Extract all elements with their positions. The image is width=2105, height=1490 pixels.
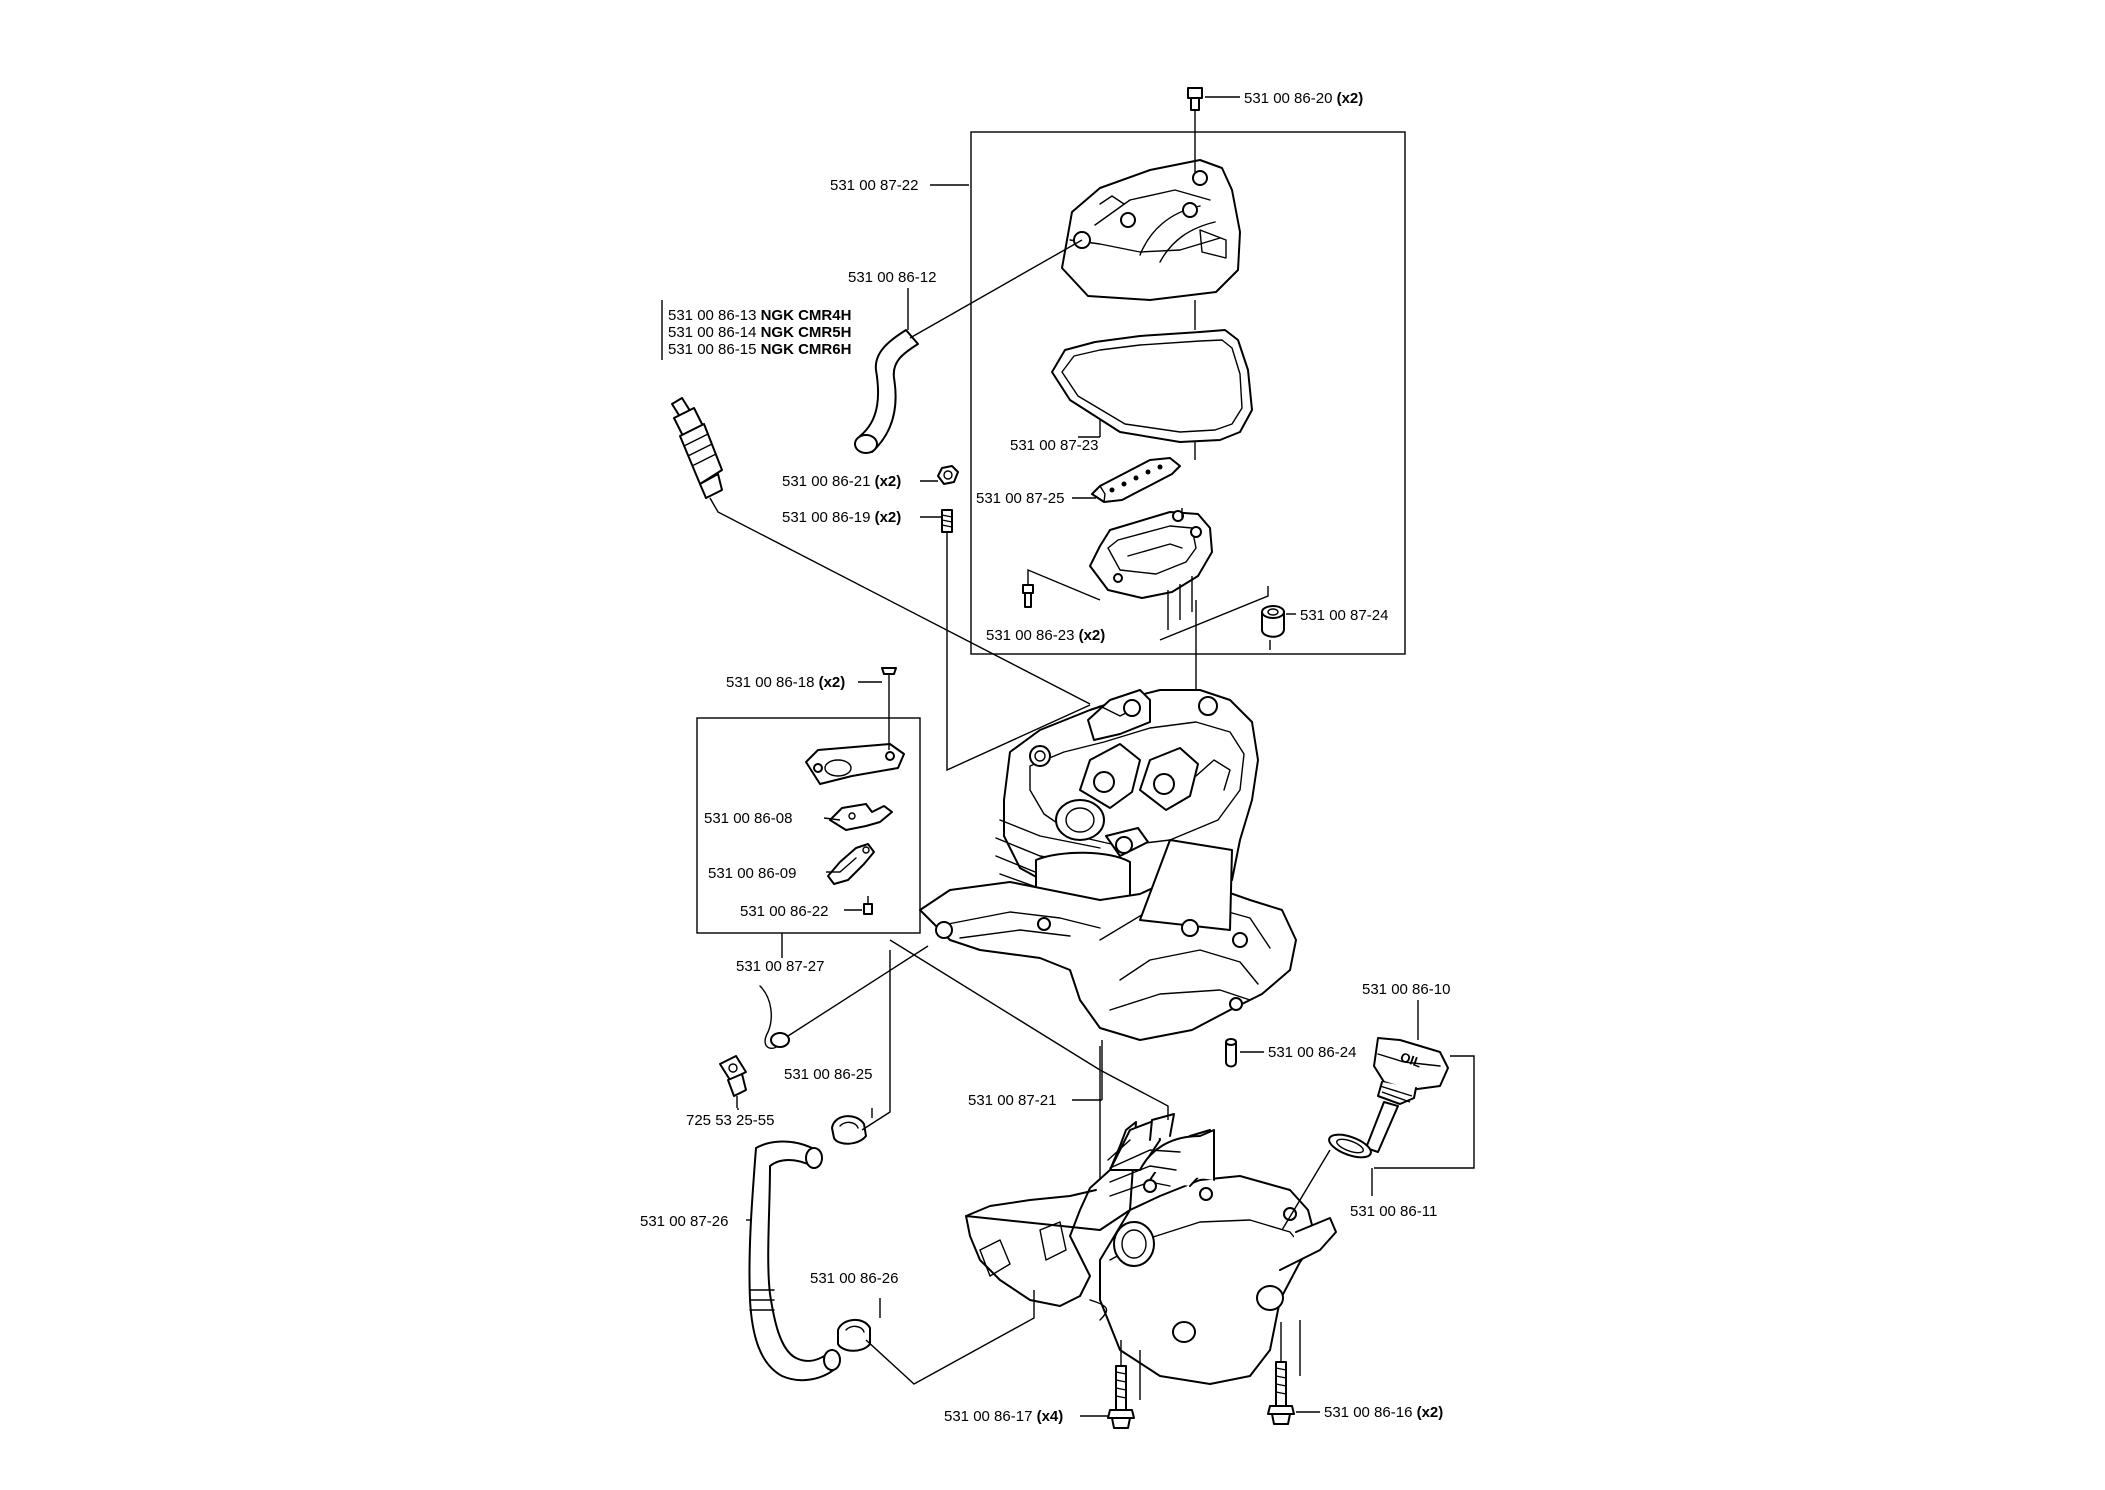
label-clamp-upper: 531 00 86-25: [784, 1066, 872, 1083]
hose-lower: [748, 1140, 841, 1382]
nut: [937, 465, 959, 485]
label-screw-bracket: 531 00 86-23 (x2): [986, 627, 1105, 644]
label-cylinder-cover: 531 00 87-22: [830, 177, 918, 194]
screw-sump: [1267, 1322, 1295, 1425]
kit-lever: [827, 843, 875, 885]
kit-lever-bracket: [829, 803, 893, 831]
label-gasket: 531 00 87-23: [1010, 437, 1098, 454]
oil-cap-dipstick: OIL: [1365, 1037, 1449, 1153]
screw-plate: [881, 667, 897, 750]
label-screw-cover: 531 00 86-20 (x2): [1244, 90, 1363, 107]
o-ring: [1281, 1133, 1372, 1231]
crankcase: [965, 1113, 1337, 1400]
label-lever: 531 00 86-09: [708, 865, 796, 882]
stud: [941, 509, 1091, 772]
clamp-lower: [837, 1290, 1035, 1385]
label-spacer: 531 00 87-24: [1300, 607, 1388, 624]
cover-group-box: [970, 131, 1406, 655]
screw-bracket: [1022, 568, 1101, 608]
ground-wire: [759, 945, 929, 1050]
cylinder-assembly: [919, 689, 1297, 1041]
spacer: [1159, 586, 1285, 650]
screw-ground: [719, 1055, 747, 1108]
label-screw-ground: 725 53 25-55: [686, 1112, 774, 1129]
label-hose: 531 00 86-12: [848, 269, 936, 286]
label-screw-small: 531 00 86-22: [740, 903, 828, 920]
label-kit: 531 00 87-27: [736, 958, 824, 975]
label-spark-plug-1: 531 00 86-13 NGK CMR4H: [668, 307, 851, 324]
label-oil-cap: 531 00 86-10: [1362, 981, 1450, 998]
label-stud: 531 00 86-19 (x2): [782, 509, 901, 526]
screw-cover: [1187, 87, 1203, 172]
label-connector: 531 00 87-25: [976, 490, 1064, 507]
ignition-bracket: [1089, 508, 1213, 630]
spark-plug: [671, 397, 1091, 705]
label-spark-plug-3: 531 00 86-15 NGK CMR6H: [668, 341, 851, 358]
screw-crankcase: [1107, 1340, 1135, 1429]
label-screw-plate: 531 00 86-18 (x2): [726, 674, 845, 691]
label-clamp-lower: 531 00 86-26: [810, 1270, 898, 1287]
label-plate: 531 00 86-08: [704, 810, 792, 827]
label-nut: 531 00 86-21 (x2): [782, 473, 901, 490]
connector-block: [1091, 457, 1181, 503]
label-spark-plug-2: 531 00 86-14 NGK CMR5H: [668, 324, 851, 341]
hose-upper: [854, 239, 1083, 454]
oil-cap-marking: OIL: [1398, 1049, 1424, 1071]
label-o-ring: 531 00 86-11: [1350, 1203, 1437, 1220]
cover-gasket: [1051, 329, 1253, 443]
label-screw-sump: 531 00 86-16 (x2): [1324, 1404, 1443, 1421]
cylinder-cover: [1061, 159, 1241, 301]
plate-kit-box: [696, 717, 921, 934]
label-pin: 531 00 86-24: [1268, 1044, 1356, 1061]
pin: [1225, 1038, 1237, 1068]
label-cylinder-assy: 531 00 87-21: [968, 1092, 1056, 1109]
label-screw-crankcase: 531 00 86-17 (x4): [944, 1408, 1063, 1425]
clamp-upper: [831, 960, 891, 1145]
kit-plate: [805, 743, 905, 785]
screw-small: [863, 896, 873, 915]
label-hose-lower: 531 00 87-26: [640, 1213, 728, 1230]
